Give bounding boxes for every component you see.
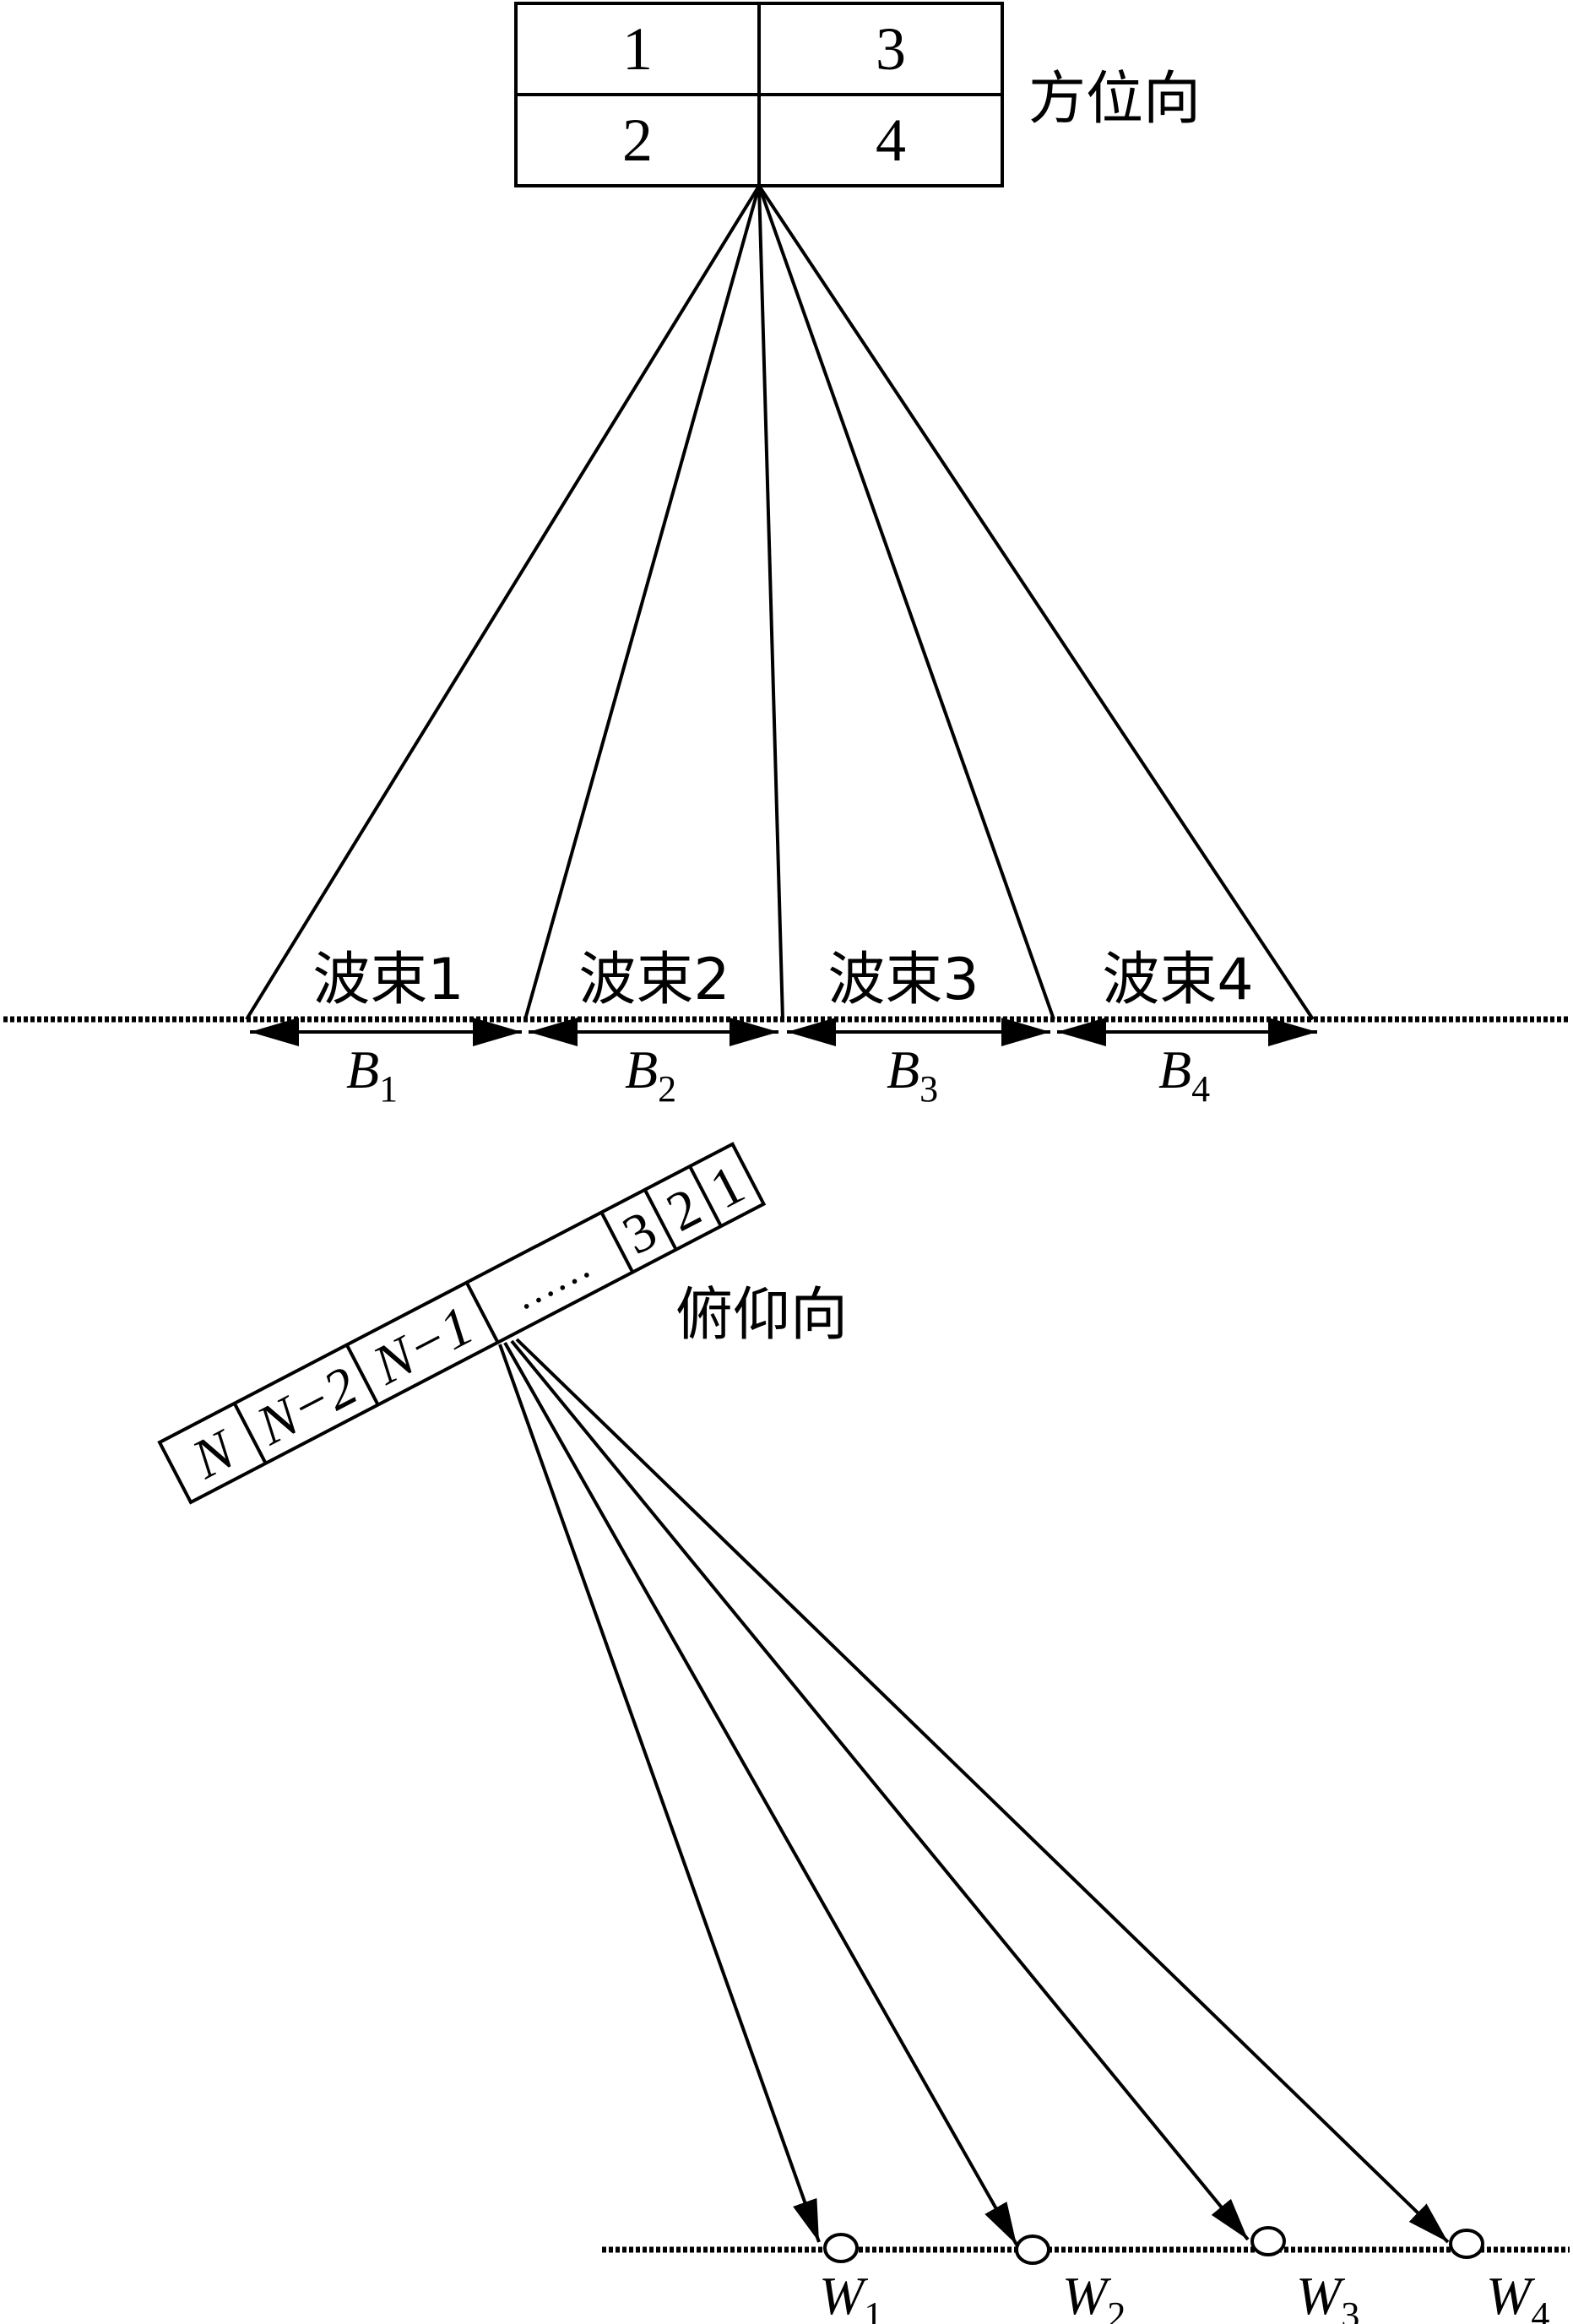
target-marker-2 <box>1015 2234 1050 2265</box>
target-label-2: W2 <box>1062 2266 1126 2324</box>
azimuth-cell-3: 3 <box>876 15 906 83</box>
azimuth-label: 方位向 <box>1028 66 1201 133</box>
beam-label-3: 波束3 <box>827 947 979 1013</box>
azimuth-cell-4: 4 <box>876 106 906 174</box>
targets <box>823 2226 1484 2265</box>
elevation-arrow-1 <box>498 1344 821 2243</box>
target-marker-3 <box>1250 2226 1286 2256</box>
beam-label-4: 波束4 <box>1102 947 1253 1013</box>
beam-ray-3 <box>757 185 784 1020</box>
elevation-arrow-3 <box>510 1339 1250 2241</box>
elevation-beam-arrows <box>498 1338 1450 2245</box>
elevation-arrow-4 <box>515 1338 1450 2244</box>
beam-ray-1 <box>245 184 761 1021</box>
elevation-antenna: N N−2 N−1 …… 3 2 1 <box>157 1142 767 1505</box>
target-marker-4 <box>1449 2229 1484 2259</box>
beam-label-1: 波束1 <box>312 947 464 1013</box>
beam-width-label-3: B3 <box>887 1040 938 1110</box>
beam-width-label-2: B2 <box>625 1040 676 1110</box>
beam-ray-4 <box>757 185 1055 1020</box>
target-label-4: W4 <box>1486 2266 1549 2324</box>
azimuth-cell-2: 2 <box>622 106 653 174</box>
beam-label-2: 波束2 <box>578 947 730 1013</box>
target-marker-1 <box>823 2233 859 2263</box>
beam-ray-2 <box>523 185 761 1020</box>
elevation-arrow-2 <box>503 1342 1018 2245</box>
target-label-3: W3 <box>1296 2266 1359 2324</box>
elevation-label: 俯仰向 <box>675 1282 848 1349</box>
beam-width-label-1: B1 <box>346 1040 398 1110</box>
beam-ray-5 <box>757 184 1315 1021</box>
azimuth-cell-1: 1 <box>622 15 653 83</box>
azimuth-beam-rays <box>245 184 1315 1021</box>
target-label-1: W1 <box>819 2266 882 2324</box>
azimuth-antenna: 1 3 2 4 <box>514 2 1004 187</box>
beam-width-label-4: B4 <box>1158 1040 1210 1110</box>
